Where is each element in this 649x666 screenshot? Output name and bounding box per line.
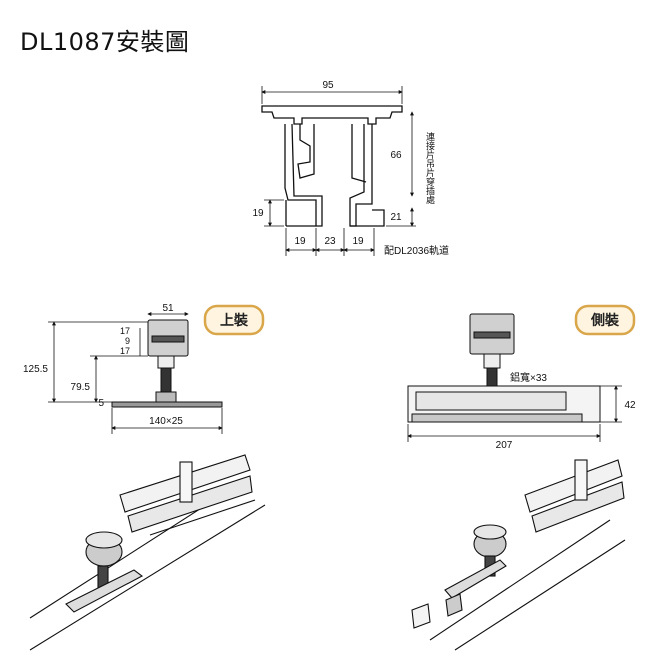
side-height-label: 42 [624, 400, 636, 411]
profile-bottom-left-label: 19 [294, 236, 306, 247]
top-mount-dimensions [48, 312, 223, 434]
roller-h2-label: 9 [125, 336, 130, 346]
roller-h1-label: 17 [120, 326, 130, 336]
profile-rail-note: 配DL2036軌道 [384, 244, 449, 257]
side-mount-badge: 側裝 [574, 304, 636, 336]
side-mount-dimensions [407, 385, 622, 442]
profile-side-note: 連接片吊片穿插處 [425, 131, 435, 205]
roller-width-label: 51 [162, 303, 174, 314]
top-mount-perspective [29, 454, 266, 651]
profile-height-label: 66 [390, 150, 402, 161]
mid-height-label: 79.5 [71, 382, 91, 393]
plate-size-label: 140×25 [149, 416, 183, 427]
plate-thick-label: 5 [98, 398, 104, 409]
top-mount-badge-label: 上裝 [220, 312, 249, 329]
profile-bottom-mid-label: 23 [324, 236, 336, 247]
total-height-label: 125.5 [23, 364, 48, 375]
side-mount-badge-label: 側裝 [590, 312, 620, 329]
top-mount-roller [111, 319, 223, 408]
side-mount-roller [407, 313, 601, 423]
profile-right-height-label: 21 [390, 212, 402, 223]
rail-profile-section [261, 105, 403, 227]
profile-left-height-label: 19 [252, 208, 264, 219]
side-width-note: 鋁寬×33 [510, 371, 547, 384]
roller-h3-label: 17 [120, 346, 130, 356]
top-mount-badge: 上裝 [203, 304, 265, 336]
page-title: DL1087安裝圖 [20, 28, 190, 56]
side-length-label: 207 [496, 440, 513, 451]
profile-width-label: 95 [322, 80, 334, 91]
profile-bottom-right-label: 19 [352, 236, 364, 247]
side-mount-perspective [411, 459, 626, 651]
profile-dimensions [261, 86, 416, 256]
